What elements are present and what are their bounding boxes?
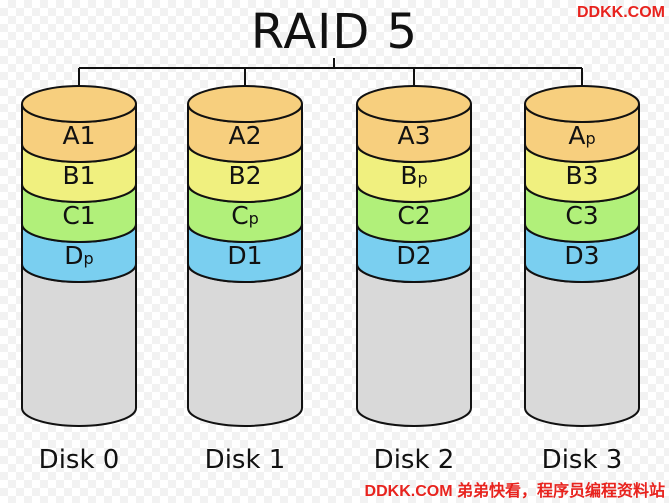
disk-empty-space (21, 263, 137, 427)
block-label-parity: p (417, 169, 428, 188)
block-label-main: B3 (565, 161, 599, 190)
disk-top-cap (524, 85, 640, 123)
block-label: Cp (187, 201, 303, 234)
block-label-main: A2 (228, 121, 262, 150)
block-label-main: B1 (62, 161, 96, 190)
block-label-main: A1 (62, 121, 96, 150)
disk-empty-space (524, 263, 640, 427)
block-label: Ap (524, 121, 640, 154)
block-label: D1 (187, 241, 303, 271)
block-label: A2 (187, 121, 303, 151)
block-label: D3 (524, 241, 640, 271)
block-label-main: C1 (62, 201, 96, 230)
block-label-main: C3 (565, 201, 599, 230)
disk-top-cap (21, 85, 137, 123)
block-label-parity: p (248, 209, 259, 228)
disk-empty-space (187, 263, 303, 427)
block-label-parity: p (83, 249, 94, 268)
block-label: A1 (21, 121, 137, 151)
disk-label: Disk 3 (541, 445, 623, 475)
disk-top-cap (187, 85, 303, 123)
disk-top-cap (356, 85, 472, 123)
disk-empty-space (356, 263, 472, 427)
diagram-title: RAID 5 (250, 4, 419, 60)
block-label: Bp (356, 161, 472, 194)
block-label: B2 (187, 161, 303, 191)
block-label: A3 (356, 121, 472, 151)
block-label: C3 (524, 201, 640, 231)
block-label-main: D1 (227, 241, 263, 270)
block-label: B1 (21, 161, 137, 191)
block-label: Dp (21, 241, 137, 274)
block-label: C1 (21, 201, 137, 231)
watermark-top: DDKK.COM (577, 4, 665, 21)
block-label: C2 (356, 201, 472, 231)
disk-label: Disk 1 (204, 445, 286, 475)
block-label: B3 (524, 161, 640, 191)
block-label-main: C2 (397, 201, 431, 230)
block-label-parity: p (585, 129, 596, 148)
block-label-main: B2 (228, 161, 262, 190)
block-label: D2 (356, 241, 472, 271)
block-label-main: C (231, 201, 249, 230)
disk-label: Disk 2 (373, 445, 455, 475)
disk-label: Disk 0 (38, 445, 120, 475)
block-label-main: A (568, 121, 586, 150)
block-label-main: D2 (396, 241, 432, 270)
block-label-main: D (64, 241, 84, 270)
block-label-main: D3 (564, 241, 600, 270)
watermark-bottom: DDKK.COM 弟弟快看，程序员编程资料站 (364, 483, 665, 500)
block-label-main: B (400, 161, 418, 190)
block-label-main: A3 (397, 121, 431, 150)
